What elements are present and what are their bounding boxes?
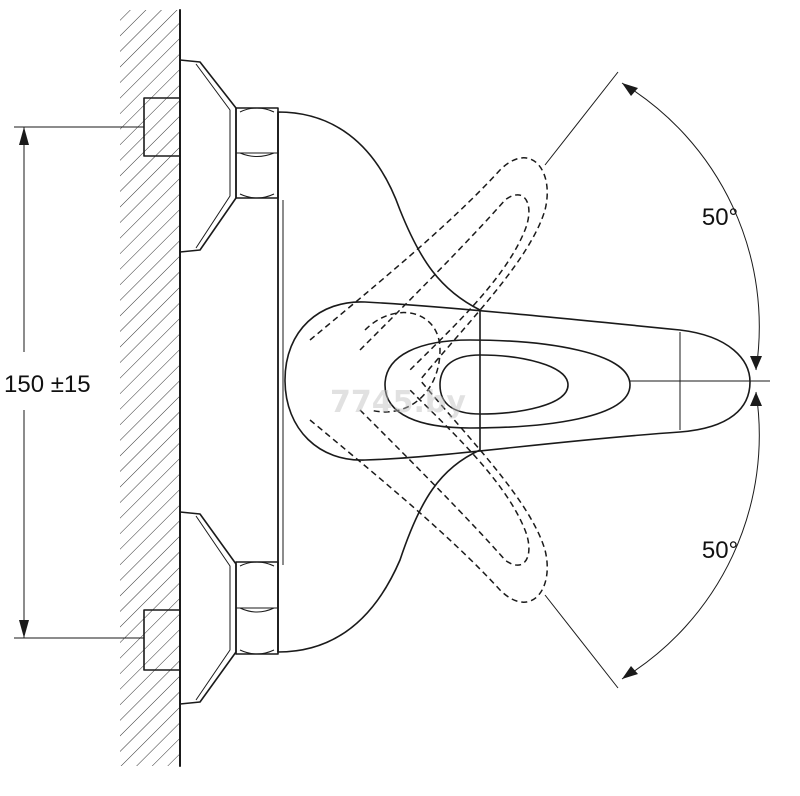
body-outline (277, 111, 481, 653)
angle-label-upper: 50° (702, 204, 738, 231)
angle-dimensions: 50° 50° (544, 71, 762, 689)
upper-extension-line (544, 71, 619, 166)
wall (120, 9, 181, 767)
dim-arrow-top (19, 127, 29, 145)
lever-ghost-lower-inner (359, 389, 530, 566)
watermark: 7745.by (330, 385, 466, 420)
mixer-body (277, 111, 481, 653)
lower-eccentric-fitting (143, 511, 279, 705)
upper-arc-arrow-end (750, 356, 762, 370)
dim-arrow-bottom (19, 620, 29, 638)
upper-arc-arrow-start (622, 83, 638, 96)
lower-arc-arrow-end (622, 666, 638, 679)
lever-ghost-upper (309, 157, 548, 381)
dim-label-background (0, 366, 112, 398)
wall-hatching (120, 10, 180, 766)
lower-extension-line (544, 594, 619, 689)
lever-ghost-lower (309, 379, 548, 603)
lever-ghost-hub (364, 311, 441, 413)
height-dimension: 150 ±15 (0, 126, 144, 639)
lower-hex-nut-facets (236, 561, 278, 655)
lower-angle-arc (621, 391, 760, 680)
lower-escutcheon (179, 511, 237, 705)
upper-hex-nut-facets (236, 107, 278, 199)
lever-grip-recess (439, 354, 569, 415)
lever-outline (284, 301, 751, 461)
upper-escutcheon (179, 59, 237, 253)
lever-ghost-upper-inner (359, 194, 530, 371)
lower-arc-arrow-start (750, 392, 762, 406)
lever-inner-oval (384, 339, 631, 429)
upper-escutcheon-inner (195, 63, 231, 249)
lever-alternate-positions (309, 157, 548, 603)
angle-label-lower: 50° (702, 537, 738, 564)
upper-angle-arc (621, 82, 760, 371)
lower-escutcheon-inner (195, 515, 231, 701)
height-dimension-label: 150 ±15 (4, 371, 91, 398)
